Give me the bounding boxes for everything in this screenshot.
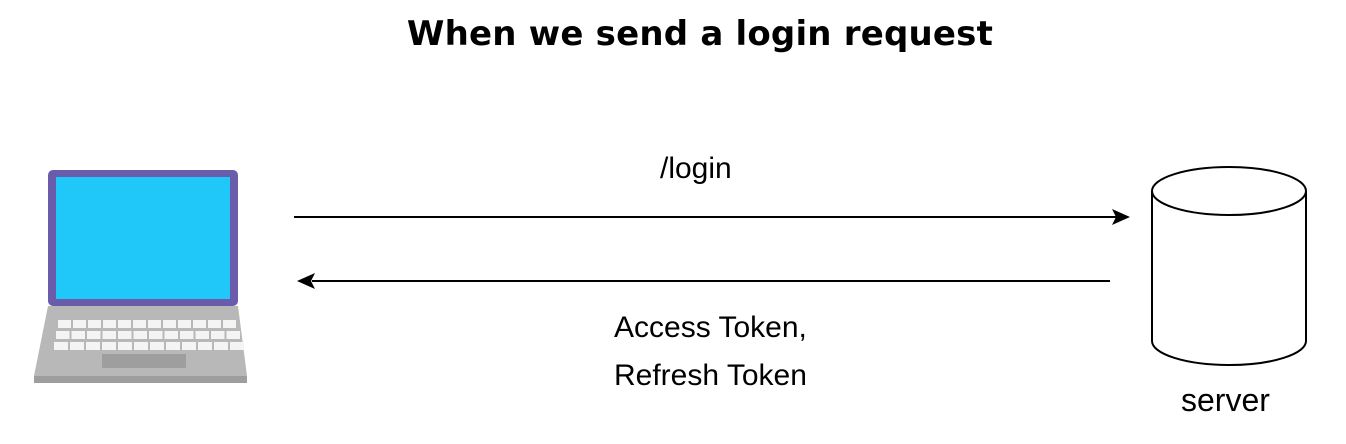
token-response-label: Access Token, Refresh Token: [614, 304, 807, 400]
keyboard-key: [148, 320, 161, 328]
keyboard-key: [58, 320, 71, 328]
keyboard-key: [223, 320, 236, 328]
keyboard-key: [226, 331, 240, 339]
keyboard-key: [86, 342, 100, 350]
keyboard-key: [87, 331, 101, 339]
keyboard-key: [118, 331, 132, 339]
keyboard-key: [103, 320, 116, 328]
keyboard-key: [230, 342, 244, 350]
keyboard-key: [71, 331, 85, 339]
keyboard-key: [102, 342, 116, 350]
keyboard-key: [178, 320, 191, 328]
keyboard-key: [208, 320, 221, 328]
keyboard-key: [182, 342, 196, 350]
refresh-token-label: Refresh Token: [614, 359, 807, 392]
keyboard-key: [102, 331, 116, 339]
keyboard-key: [134, 342, 148, 350]
keyboard-key: [118, 320, 131, 328]
diagram-title: When we send a login request: [406, 14, 994, 54]
keyboard-key: [214, 342, 228, 350]
database-cylinder-icon: [1151, 166, 1307, 366]
keyboard-key: [149, 331, 163, 339]
keyboard-key: [164, 331, 178, 339]
keyboard-key: [118, 342, 132, 350]
token-response-arrow: [297, 273, 1110, 289]
keyboard-key: [180, 331, 194, 339]
keyboard-key: [195, 331, 209, 339]
keyboard-key: [133, 320, 146, 328]
keyboard-key: [150, 342, 164, 350]
keyboard-key: [54, 342, 68, 350]
login-endpoint-label: /login: [660, 152, 732, 185]
keyboard-key: [73, 320, 86, 328]
keyboard-key: [70, 342, 84, 350]
access-token-label: Access Token,: [614, 311, 807, 344]
keyboard-key: [133, 331, 147, 339]
server-label: server: [1181, 382, 1270, 418]
keyboard-key: [211, 331, 225, 339]
laptop-icon: [34, 170, 247, 383]
keyboard-key: [198, 342, 212, 350]
keyboard-key: [193, 320, 206, 328]
login-request-arrow: [294, 209, 1130, 225]
keyboard-key: [163, 320, 176, 328]
keyboard-key: [166, 342, 180, 350]
keyboard-key: [88, 320, 101, 328]
keyboard-key: [56, 331, 70, 339]
